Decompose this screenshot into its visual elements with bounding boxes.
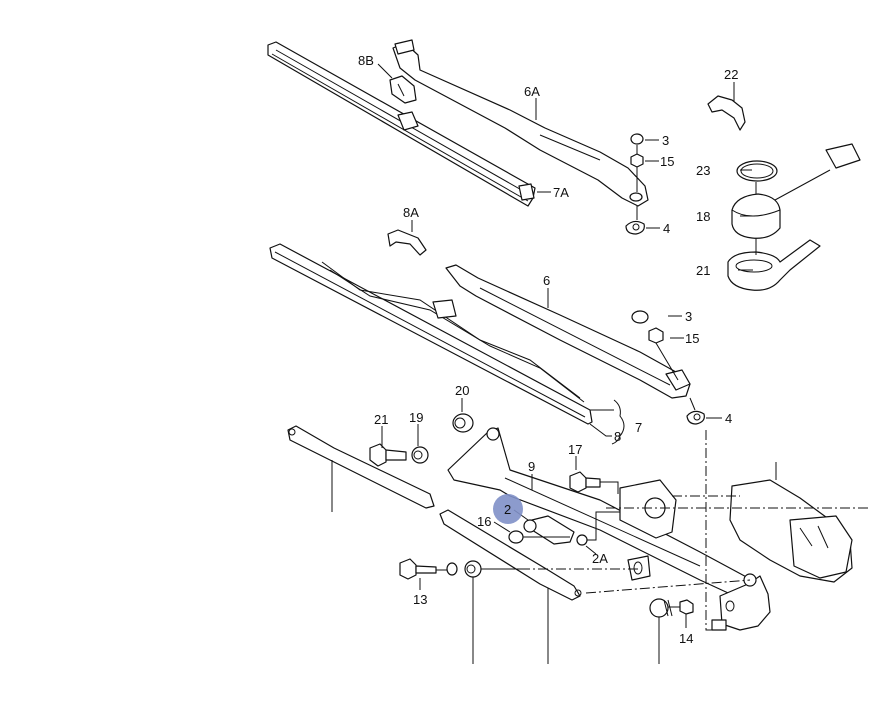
nut-14[interactable]	[679, 599, 694, 615]
highlight-part-2[interactable]	[493, 494, 523, 524]
bushing-14a[interactable]	[649, 598, 673, 618]
nut-15-lower[interactable]	[648, 327, 664, 344]
nut-16[interactable]	[508, 530, 524, 544]
callout-4-upper[interactable]: 4	[663, 221, 670, 236]
callout-23[interactable]: 23	[696, 163, 710, 178]
callout-14[interactable]: 14	[679, 631, 693, 646]
callout-6[interactable]: 6	[543, 273, 550, 288]
washer-13[interactable]	[446, 562, 458, 576]
washer-2A[interactable]	[576, 534, 588, 546]
callout-7A[interactable]: 7A	[553, 185, 569, 200]
bushing-20[interactable]	[452, 413, 474, 433]
callout-16[interactable]: 16	[477, 514, 491, 529]
washer-4-lower[interactable]	[686, 410, 705, 425]
callout-19[interactable]: 19	[409, 410, 423, 425]
clip-22[interactable]	[707, 95, 746, 131]
cap-21-upper[interactable]	[727, 239, 821, 291]
linkage-left-rod[interactable]	[287, 425, 435, 509]
callout-7[interactable]: 7	[635, 420, 642, 435]
callout-15-upper[interactable]: 15	[660, 154, 674, 169]
callout-21-upper[interactable]: 21	[696, 263, 710, 278]
callout-21-lower[interactable]: 21	[374, 412, 388, 427]
cap-3-upper[interactable]	[630, 133, 644, 145]
bushing-19[interactable]	[411, 446, 429, 464]
callout-15-lower[interactable]: 15	[685, 331, 699, 346]
crank-2[interactable]	[523, 515, 575, 545]
callout-8A[interactable]: 8A	[403, 205, 419, 220]
crank-arm[interactable]	[711, 573, 771, 631]
ring-23[interactable]	[736, 160, 778, 182]
bolt-17[interactable]	[569, 471, 601, 493]
callout-3-upper[interactable]: 3	[662, 133, 669, 148]
linkage-right-rod[interactable]	[439, 509, 582, 601]
callout-13[interactable]: 13	[413, 592, 427, 607]
cap-3-lower[interactable]	[631, 310, 649, 324]
callout-8B[interactable]: 8B	[358, 53, 374, 68]
motor[interactable]	[729, 479, 853, 583]
wiper-arm-6[interactable]	[445, 264, 691, 399]
callout-8[interactable]: 8	[614, 429, 621, 444]
bolt-21[interactable]	[369, 443, 407, 467]
callout-2A[interactable]: 2A	[592, 551, 608, 566]
callout-18[interactable]: 18	[696, 209, 710, 224]
callout-22[interactable]: 22	[724, 67, 738, 82]
wiper-blade-7[interactable]	[269, 243, 593, 425]
callout-9[interactable]: 9	[528, 459, 535, 474]
bushing-13[interactable]	[464, 560, 482, 578]
callout-17[interactable]: 17	[568, 442, 582, 457]
wiper-blade-7A[interactable]	[267, 41, 536, 207]
callout-3-lower[interactable]: 3	[685, 309, 692, 324]
callout-20[interactable]: 20	[455, 383, 469, 398]
adapter-8B[interactable]	[389, 75, 417, 104]
nut-15-upper[interactable]	[630, 153, 644, 168]
wiper-arm-6A[interactable]	[392, 39, 649, 207]
callout-4-lower[interactable]: 4	[725, 411, 732, 426]
callout-6A[interactable]: 6A	[524, 84, 540, 99]
callout-2[interactable]: 2	[504, 502, 511, 517]
cover-18[interactable]	[731, 143, 861, 239]
washer-4-upper[interactable]	[625, 220, 645, 235]
adapter-8A[interactable]	[387, 229, 427, 256]
bolt-13[interactable]	[399, 558, 437, 580]
